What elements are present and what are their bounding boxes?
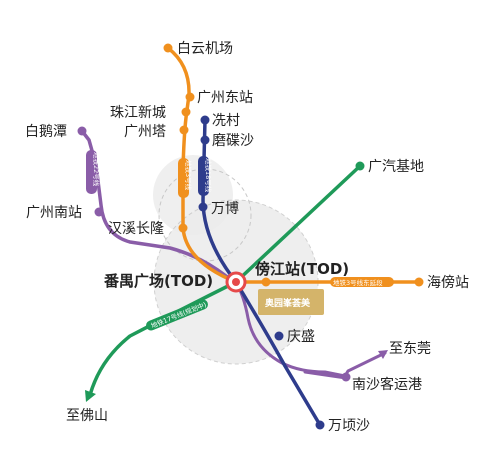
label-zhujiang-new-town: 珠江新城 xyxy=(110,105,166,121)
label-wanbo: 万博 xyxy=(211,200,239,217)
label-to-foshan: 至佛山 xyxy=(66,408,108,424)
station-dot-mocaosha[interactable] xyxy=(200,135,210,145)
station-dot-baietan[interactable] xyxy=(77,126,87,136)
station-dot-gz-east[interactable] xyxy=(185,92,195,102)
station-dot-haipang[interactable] xyxy=(414,277,424,287)
label-nansha-port: 南沙客运港 xyxy=(352,376,422,393)
line3-tag-bg xyxy=(178,158,189,198)
station-dot-baiyun[interactable] xyxy=(163,43,173,53)
station-dot-hanxi[interactable] xyxy=(178,223,188,233)
project-logo xyxy=(258,289,324,315)
label-canton-tower: 广州塔 xyxy=(124,124,166,140)
label-wanqingsha: 万顷沙 xyxy=(328,418,370,434)
label-mocaosha: 磨碟沙 xyxy=(212,133,254,149)
label-xiancun: 冼村 xyxy=(212,113,240,129)
line17-path xyxy=(88,164,362,397)
label-gac-base: 广汽基地 xyxy=(368,158,424,175)
line18-tag-bg xyxy=(198,156,209,196)
label-guangzhou-south: 广州南站 xyxy=(26,205,82,221)
arrow-foshan xyxy=(85,390,96,402)
label-hanxi-changlong: 汉溪长隆 xyxy=(108,221,164,237)
label-guangzhou-east: 广州东站 xyxy=(197,90,253,106)
station-dot-qingsheng[interactable] xyxy=(274,331,284,341)
station-dot-gac[interactable] xyxy=(355,161,365,171)
label-pangjiang: 傍江站(TOD) xyxy=(255,260,349,278)
station-dot-xiancun[interactable] xyxy=(200,115,210,125)
line17-tag-bg xyxy=(146,299,208,331)
arrow-dongguan xyxy=(378,350,388,359)
project-logo-text: 奥园峯荟美 xyxy=(264,297,311,309)
station-dot-wanqingsha[interactable] xyxy=(315,420,325,430)
label-to-dongguan: 至东莞 xyxy=(389,341,431,357)
line2-tag-bg xyxy=(86,150,97,194)
station-dot-zhujiang[interactable] xyxy=(181,107,191,117)
label-panyu-square: 番禺广场(TOD) xyxy=(103,272,213,290)
line3-path xyxy=(166,46,238,284)
station-dot-nansha-port[interactable] xyxy=(341,372,351,382)
line3-ext-tag: 地铁3号线东延段 xyxy=(333,278,383,287)
station-dot-canton-tower[interactable] xyxy=(179,125,189,135)
station-dot-pangjiang[interactable] xyxy=(261,277,271,287)
label-baiyun-airport: 白云机场 xyxy=(177,41,233,57)
station-dot-gz-south[interactable] xyxy=(94,207,104,217)
label-qingsheng: 庆盛 xyxy=(287,329,315,345)
line2-path xyxy=(80,129,238,284)
hub-station-core xyxy=(232,278,240,286)
station-dot-wanbo[interactable] xyxy=(198,202,208,212)
line3-ext-tag-bg xyxy=(330,277,394,287)
line3-tag: 地铁3号线 xyxy=(184,160,193,191)
line18-tag: 地铁18号线 xyxy=(204,158,213,193)
line-nansha-path xyxy=(234,280,387,380)
line2-tag: 地铁22号线 xyxy=(92,152,101,187)
label-baietan: 白鹅潭 xyxy=(25,123,67,140)
label-haipang: 海傍站 xyxy=(427,274,469,291)
